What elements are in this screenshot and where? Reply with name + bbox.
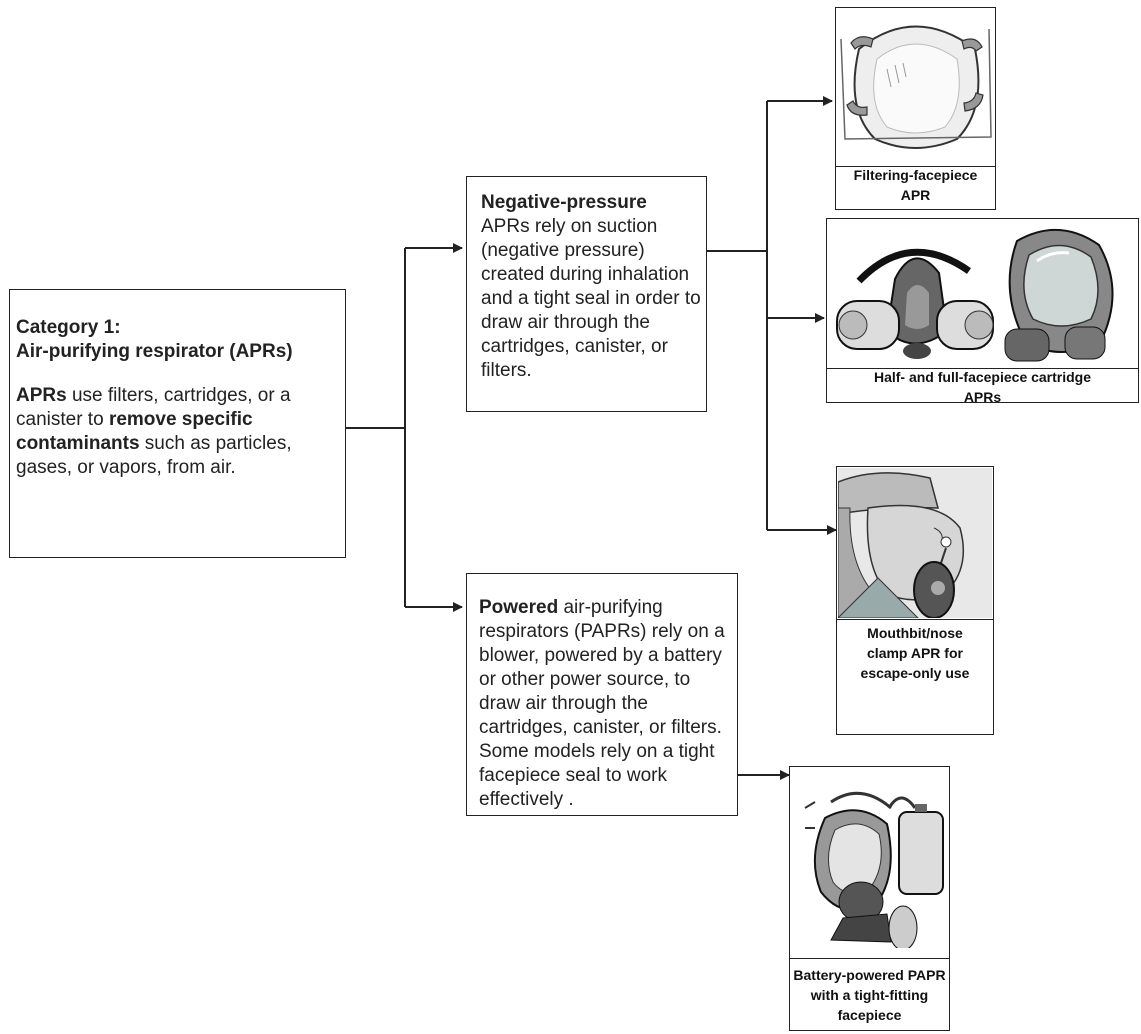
category-title-line2: Air-purifying respirator (APRs)	[16, 341, 293, 362]
filtering-caption-line1: Filtering-facepiece	[853, 167, 978, 183]
category-title-line1: Category 1:	[16, 317, 121, 338]
powered-text: air-purifying respirators (PAPRs) rely o…	[479, 597, 725, 810]
dust-mask-icon	[840, 25, 992, 149]
mouthbit-apr-caption: Mouthbit/nose clamp APR for escape-only …	[837, 623, 993, 683]
negative-pressure-text: APRs rely on suction (negative pressure)…	[481, 216, 701, 381]
papr-caption-line2: with a tight-fitting	[810, 987, 929, 1003]
category-title: Category 1: Air-purifying respirator (AP…	[16, 316, 337, 364]
cartridge-caption-line2: APRs	[963, 389, 1002, 405]
cartridge-caption-line1: Half- and full-facepiece cartridge	[873, 369, 1092, 385]
desc-part-2: use filters, cartridges, or a canister t…	[16, 385, 291, 430]
cartridge-apr-card: Half- and full-facepiece cartridge APRs	[826, 218, 1139, 405]
papr-caption-line3: facepiece	[837, 1007, 902, 1023]
category-box: Category 1: Air-purifying respirator (AP…	[9, 289, 346, 558]
negative-pressure-heading: Negative-pressure	[481, 192, 647, 213]
papr-caption: Battery-powered PAPR with a tight-fittin…	[790, 965, 949, 1025]
papr-caption-line1: Battery-powered PAPR	[793, 967, 946, 983]
powered-box: Powered air-purifying respirators (PAPRs…	[466, 573, 738, 816]
category-description: APRs use filters, cartridges, or a canis…	[16, 384, 316, 480]
mouthbit-caption-line1: Mouthbit/nose	[867, 625, 963, 641]
papr-icon	[804, 791, 944, 948]
filtering-facepiece-caption: Filtering-facepiece APR	[836, 165, 995, 205]
mouthbit-caption-line2: clamp APR for	[867, 645, 963, 661]
cartridge-apr-caption: Half- and full-facepiece cartridge APRs	[827, 367, 1138, 407]
negative-pressure-box: Negative-pressure APRs rely on suction (…	[466, 176, 707, 412]
powered-heading: Powered	[479, 597, 559, 618]
papr-card: Battery-powered PAPR with a tight-fittin…	[789, 766, 950, 1031]
mouthbit-apr-card: Mouthbit/nose clamp APR for escape-only …	[836, 466, 994, 735]
desc-part-3: remove specific contaminants	[16, 409, 253, 454]
filtering-caption-line2: APR	[900, 187, 931, 203]
filtering-facepiece-card: Filtering-facepiece APR	[835, 7, 996, 210]
mouthbit-caption-line3: escape-only use	[860, 665, 970, 681]
desc-part-4: such as particles, gases, or vapors, fro…	[16, 433, 292, 478]
mouthbit-respirator-icon	[838, 468, 992, 618]
desc-part-1: APRs	[16, 385, 67, 406]
cartridge-respirator-icon	[836, 229, 1114, 362]
